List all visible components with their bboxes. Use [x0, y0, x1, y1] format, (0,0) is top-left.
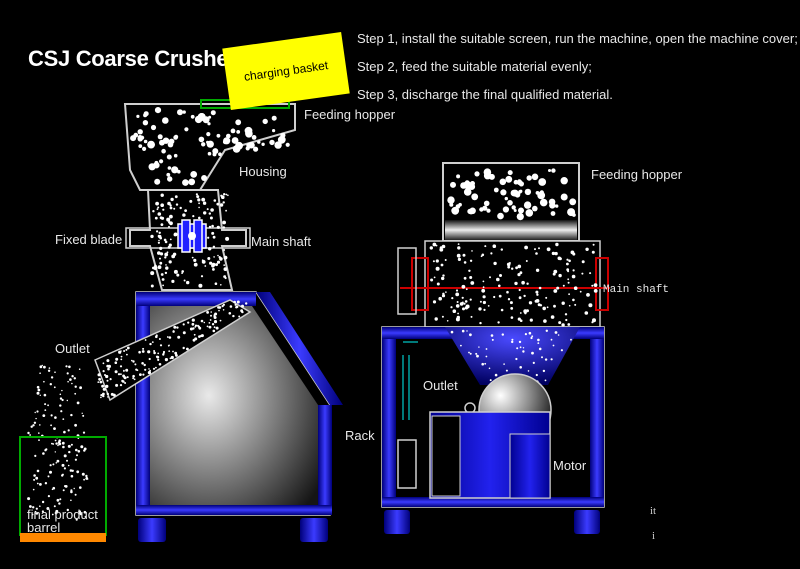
right-chamber-particles — [429, 242, 598, 327]
page-title: CSJ Coarse Crusher — [28, 46, 237, 71]
step-3-text: Step 3, discharge the final qualified ma… — [357, 87, 613, 102]
right-main-shaft-label: Main shaft — [603, 284, 670, 296]
left-cabinet-slope-band — [256, 292, 343, 405]
left-foot-left — [138, 518, 166, 542]
left-main-shaft-label: Main shaft — [251, 234, 311, 249]
right-hopper-band — [445, 220, 577, 240]
barrel-label-line2: barrel — [27, 520, 61, 535]
left-rack-label: Rack — [345, 428, 375, 443]
right-pulley-bottom — [397, 439, 417, 489]
left-feeding-hopper-label: Feeding hopper — [304, 107, 396, 122]
right-motor-housing — [509, 433, 551, 499]
barrel-label-line1: final product — [27, 507, 98, 522]
charging-basket-label: charging basket — [243, 58, 329, 84]
left-outlet-label: Outlet — [55, 341, 90, 356]
stray-text-i: i — [652, 530, 656, 542]
right-outlet-label: Outlet — [423, 378, 458, 393]
left-chute-particles — [97, 300, 248, 399]
left-hopper-particles — [130, 107, 290, 186]
left-rotor — [177, 219, 207, 253]
left-housing-particles — [150, 193, 230, 288]
left-cabinet-bottom-band — [136, 505, 332, 515]
right-frame-right-leg — [590, 339, 604, 507]
right-guide-lines — [402, 341, 418, 420]
right-machine — [381, 162, 610, 534]
left-cabinet-top-band — [136, 292, 256, 306]
stray-text-it: it — [650, 505, 657, 517]
left-cabinet-inner — [150, 306, 318, 505]
falling-particles — [27, 364, 89, 521]
product-barrel-base — [20, 533, 106, 542]
right-frame-left-leg — [382, 339, 396, 507]
left-cabinet-right-leg — [318, 405, 332, 515]
right-pulley-top — [397, 247, 417, 315]
left-housing-label: Housing — [239, 164, 287, 179]
left-machine — [19, 99, 343, 542]
step-1-text: Step 1, install the suitable screen, run… — [357, 31, 798, 46]
right-motor-label: Motor — [553, 458, 587, 473]
right-motor-face — [431, 415, 461, 497]
right-hopper-particles — [447, 168, 577, 221]
right-frame-bottom-band — [382, 497, 604, 507]
step-2-text: Step 2, feed the suitable material evenl… — [357, 59, 592, 74]
left-foot-right — [300, 518, 328, 542]
right-feeding-hopper-label: Feeding hopper — [591, 167, 683, 182]
right-outlet-cone — [445, 327, 580, 385]
right-foot-left — [384, 510, 410, 534]
right-foot-right — [574, 510, 600, 534]
right-chamber-flange-left — [411, 257, 429, 311]
left-fixed-blade-label: Fixed blade — [55, 232, 123, 247]
